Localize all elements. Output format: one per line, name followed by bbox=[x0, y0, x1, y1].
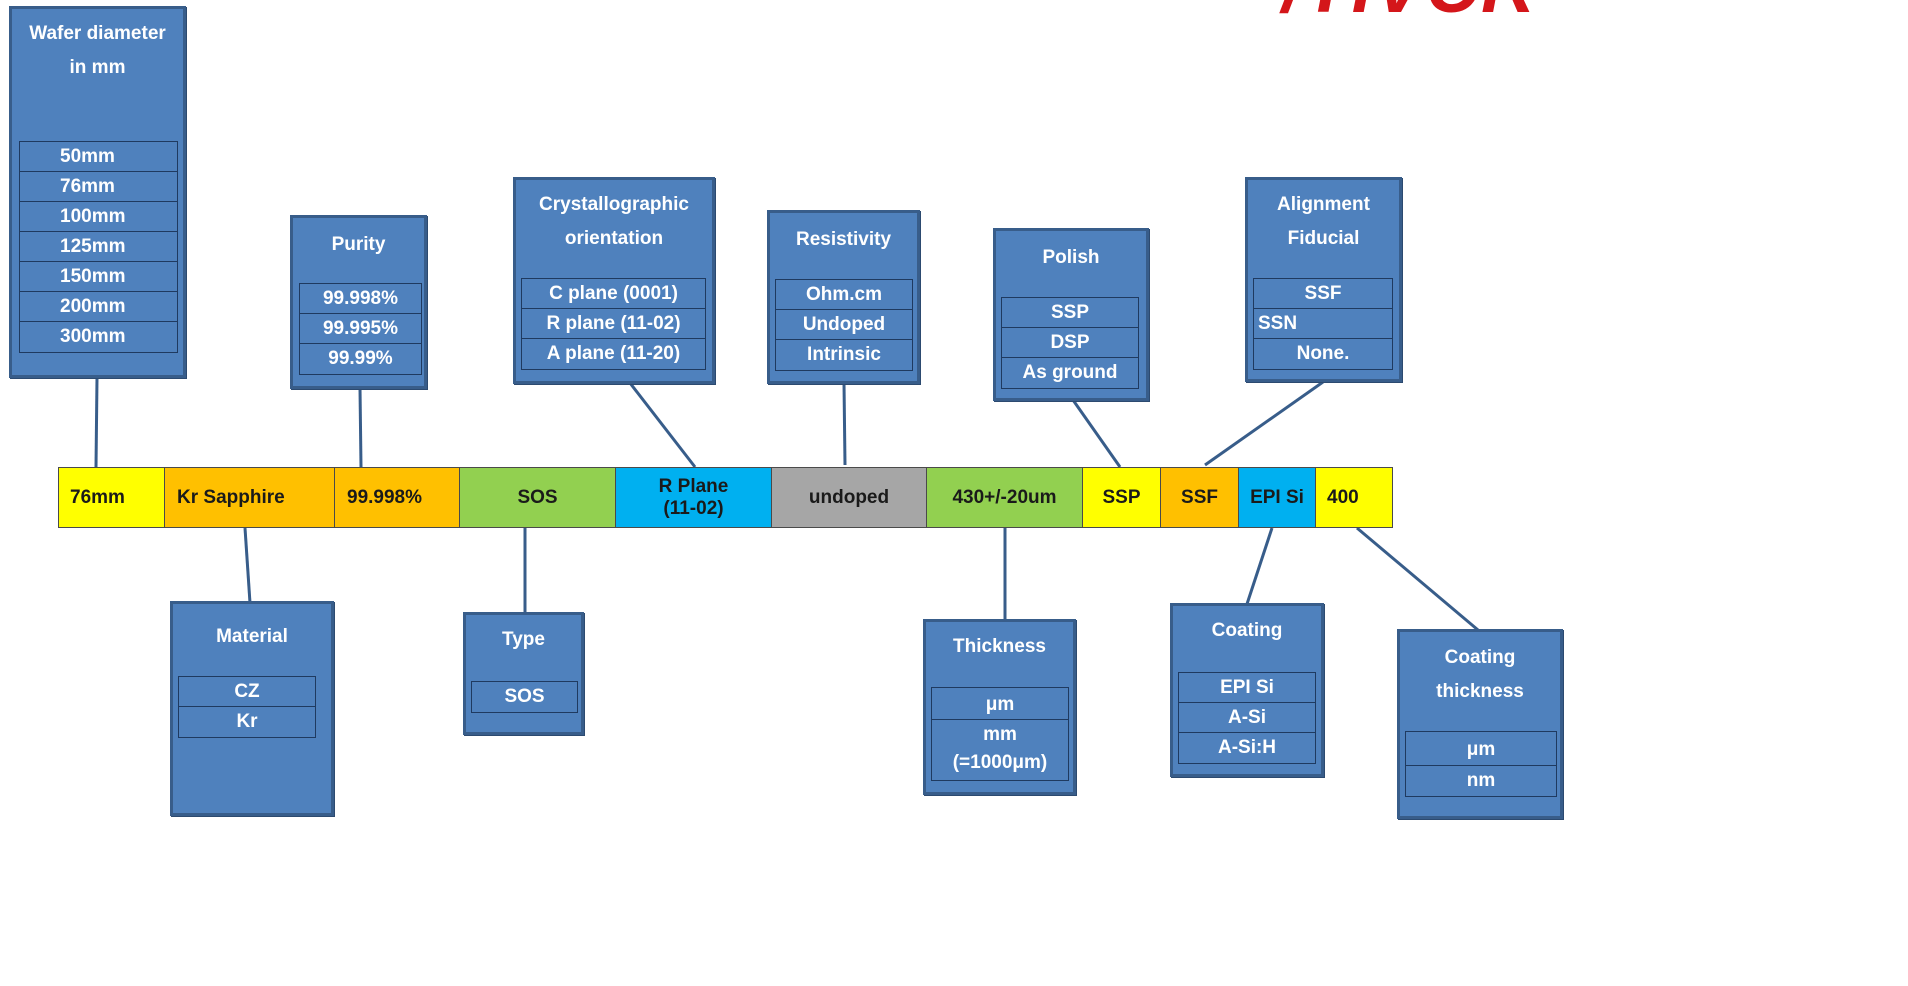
option-item: μm bbox=[932, 688, 1068, 720]
spec-segment-diameter: 76mm bbox=[58, 467, 164, 528]
segment-label: 76mm bbox=[70, 486, 125, 508]
connector-wafer-diameter bbox=[94, 377, 99, 468]
option-item: 76mm bbox=[20, 172, 177, 202]
option-item: SSP bbox=[1002, 298, 1138, 328]
option-item: Undoped bbox=[776, 310, 912, 340]
option-item: 150mm bbox=[20, 262, 177, 292]
option-item: R plane (11-02) bbox=[522, 309, 705, 339]
option-item: EPI Si bbox=[1179, 673, 1315, 703]
polish-options: SSP DSP As ground bbox=[1001, 297, 1139, 389]
segment-label: 400 bbox=[1327, 486, 1359, 508]
wafer-diameter-options: 50mm 76mm 100mm 125mm 150mm 200mm 300mm bbox=[19, 141, 178, 353]
segment-label: Kr Sapphire bbox=[177, 486, 285, 508]
option-item: 125mm bbox=[20, 232, 177, 262]
option-item: DSP bbox=[1002, 328, 1138, 358]
spec-segment-coating: EPI Si bbox=[1238, 467, 1315, 528]
segment-label: SOS bbox=[517, 486, 558, 508]
alignment-fiducial-box: Alignment Fiducial SSF SSN None. bbox=[1245, 177, 1402, 382]
option-item: 99.998% bbox=[300, 284, 421, 314]
segment-label: 99.998% bbox=[347, 486, 423, 508]
segment-label: R Plane (11-02) bbox=[658, 475, 729, 519]
option-item: μm bbox=[1406, 732, 1556, 766]
option-item: A plane (11-20) bbox=[546, 343, 681, 364]
connector-coating bbox=[1245, 527, 1274, 605]
option-item: CZ bbox=[179, 677, 315, 707]
material-box: Material CZ Kr bbox=[170, 601, 334, 816]
option-item: A-Si:H bbox=[1217, 737, 1277, 758]
material-options: CZ Kr bbox=[178, 676, 316, 738]
coating-thickness-box: Coating thickness μm nm bbox=[1397, 629, 1563, 819]
brand-logo: /TIVCR bbox=[1282, 0, 1537, 24]
type-title: Type bbox=[502, 629, 545, 650]
connector-lines bbox=[94, 377, 1479, 632]
segment-label: 430+/-20um bbox=[952, 486, 1057, 508]
connector-coating-thickness bbox=[1356, 526, 1479, 632]
connector-material bbox=[243, 527, 252, 604]
purity-options: 99.998% 99.995% 99.99% bbox=[299, 283, 422, 375]
segment-label: SSF bbox=[1181, 486, 1218, 508]
wafer-diameter-title: Wafer diameter in mm bbox=[29, 23, 166, 78]
spec-segment-resistivity: undoped bbox=[771, 467, 926, 528]
spec-segment-thickness: 430+/-20um bbox=[926, 467, 1082, 528]
purity-title: Purity bbox=[331, 234, 386, 255]
connector-purity bbox=[358, 387, 363, 468]
option-item: C plane (0001) bbox=[522, 279, 705, 309]
resistivity-options: Ohm.cm Undoped Intrinsic bbox=[775, 279, 913, 371]
coating-title: Coating bbox=[1211, 620, 1283, 641]
coating-thickness-options: μm nm bbox=[1405, 731, 1557, 797]
connector-alignment bbox=[1204, 380, 1324, 467]
thickness-title: Thickness bbox=[953, 636, 1046, 657]
thickness-options: μm mm (=1000μm) bbox=[931, 687, 1069, 781]
option-item: Ohm.cm bbox=[776, 280, 912, 310]
option-item: Kr bbox=[236, 711, 258, 732]
segment-label: SSP bbox=[1102, 486, 1141, 508]
spec-segment-type: SOS bbox=[459, 467, 615, 528]
spec-segment-polish: SSP bbox=[1082, 467, 1160, 528]
coating-thickness-title: Coating thickness bbox=[1436, 647, 1524, 702]
polish-box: Polish SSP DSP As ground bbox=[993, 228, 1149, 401]
spec-segment-purity: 99.998% bbox=[334, 467, 459, 528]
option-item: None. bbox=[1296, 343, 1350, 364]
alignment-fiducial-options: SSF SSN None. bbox=[1253, 278, 1393, 370]
option-item: mm (=1000μm) bbox=[952, 724, 1048, 773]
option-item: nm bbox=[1466, 770, 1496, 791]
wafer-diameter-box: Wafer diameter in mm 50mm 76mm 100mm 125… bbox=[9, 6, 186, 378]
material-title: Material bbox=[216, 626, 288, 647]
orientation-title: Crystallographic orientation bbox=[539, 194, 689, 249]
spec-bar: 76mm Kr Sapphire 99.998% SOS R Plane (11… bbox=[58, 467, 1393, 528]
spec-segment-coating-thickness: 400 bbox=[1315, 467, 1393, 528]
option-item: A-Si bbox=[1179, 703, 1315, 733]
connector-resistivity bbox=[842, 382, 847, 466]
alignment-fiducial-title: Alignment Fiducial bbox=[1277, 194, 1370, 249]
option-item: 100mm bbox=[20, 202, 177, 232]
orientation-options: C plane (0001) R plane (11-02) A plane (… bbox=[521, 278, 706, 370]
coating-options: EPI Si A-Si A-Si:H bbox=[1178, 672, 1316, 764]
option-item: As ground bbox=[1022, 362, 1118, 383]
resistivity-title: Resistivity bbox=[795, 229, 892, 250]
spec-segment-alignment: SSF bbox=[1160, 467, 1238, 528]
resistivity-box: Resistivity Ohm.cm Undoped Intrinsic bbox=[767, 210, 920, 384]
spec-segment-material: Kr Sapphire bbox=[164, 467, 334, 528]
spec-segment-orientation: R Plane (11-02) bbox=[615, 467, 771, 528]
polish-title: Polish bbox=[1042, 247, 1100, 268]
segment-label: EPI Si bbox=[1250, 486, 1304, 508]
connector-orientation bbox=[628, 382, 697, 468]
option-item: SSN bbox=[1254, 309, 1392, 339]
connector-polish bbox=[1071, 399, 1122, 468]
thickness-box: Thickness μm mm (=1000μm) bbox=[923, 619, 1076, 795]
purity-box: Purity 99.998% 99.995% 99.99% bbox=[290, 215, 427, 389]
option-item: 99.995% bbox=[300, 314, 421, 344]
coating-box: Coating EPI Si A-Si A-Si:H bbox=[1170, 603, 1324, 777]
option-item: 50mm bbox=[20, 142, 177, 172]
segment-label: undoped bbox=[808, 486, 890, 508]
option-item: SSF bbox=[1254, 279, 1392, 309]
option-item: 300mm bbox=[60, 326, 126, 347]
type-options: SOS bbox=[471, 681, 578, 713]
type-box: Type SOS bbox=[463, 612, 584, 735]
option-item: Intrinsic bbox=[807, 344, 881, 365]
orientation-box: Crystallographic orientation C plane (00… bbox=[513, 177, 715, 384]
option-item: 200mm bbox=[20, 292, 177, 322]
option-item: SOS bbox=[504, 686, 545, 707]
option-item: 99.99% bbox=[328, 348, 393, 369]
